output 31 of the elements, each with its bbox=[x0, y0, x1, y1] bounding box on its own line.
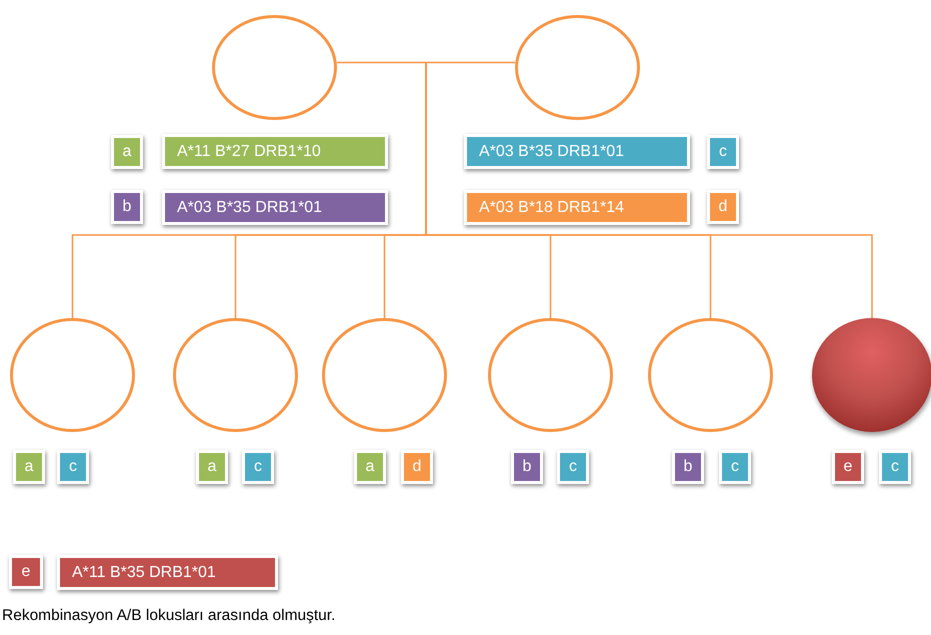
allele-letter: b bbox=[672, 450, 704, 484]
haplotype-label: A*11 B*35 DRB1*01 bbox=[57, 555, 278, 590]
allele-letter: b bbox=[111, 190, 143, 224]
allele-letter: a bbox=[111, 135, 143, 169]
female-circle bbox=[648, 318, 773, 432]
female-circle bbox=[488, 318, 613, 432]
caption: Rekombinasyon A/B lokusları arasında olmuştur. bbox=[2, 607, 336, 625]
haplotype-label: A*03 B*35 DRB1*01 bbox=[464, 134, 690, 169]
allele-letter: a bbox=[196, 450, 228, 484]
female-circle bbox=[212, 15, 337, 120]
allele-letter: c bbox=[719, 450, 751, 484]
allele-letter: d bbox=[401, 450, 433, 484]
allele-letter: c bbox=[242, 450, 274, 484]
allele-letter: c bbox=[557, 450, 589, 484]
allele-letter: b bbox=[511, 450, 543, 484]
female-circle bbox=[10, 318, 135, 432]
allele-letter: c bbox=[879, 450, 911, 484]
allele-letter: d bbox=[707, 190, 739, 224]
female-circle bbox=[322, 318, 447, 432]
haplotype-label: A*03 B*18 DRB1*14 bbox=[464, 190, 690, 225]
allele-letter: e bbox=[832, 450, 864, 484]
female-circle bbox=[515, 15, 640, 120]
allele-letter: c bbox=[707, 135, 739, 169]
allele-letter: e bbox=[9, 555, 43, 589]
allele-letter: a bbox=[354, 450, 386, 484]
female-circle bbox=[173, 318, 298, 432]
haplotype-label: A*11 B*27 DRB1*10 bbox=[162, 134, 388, 169]
haplotype-label: A*03 B*35 DRB1*01 bbox=[162, 190, 388, 225]
mating-line bbox=[337, 62, 515, 64]
allele-letter: a bbox=[13, 450, 45, 484]
allele-letter: c bbox=[57, 450, 89, 484]
